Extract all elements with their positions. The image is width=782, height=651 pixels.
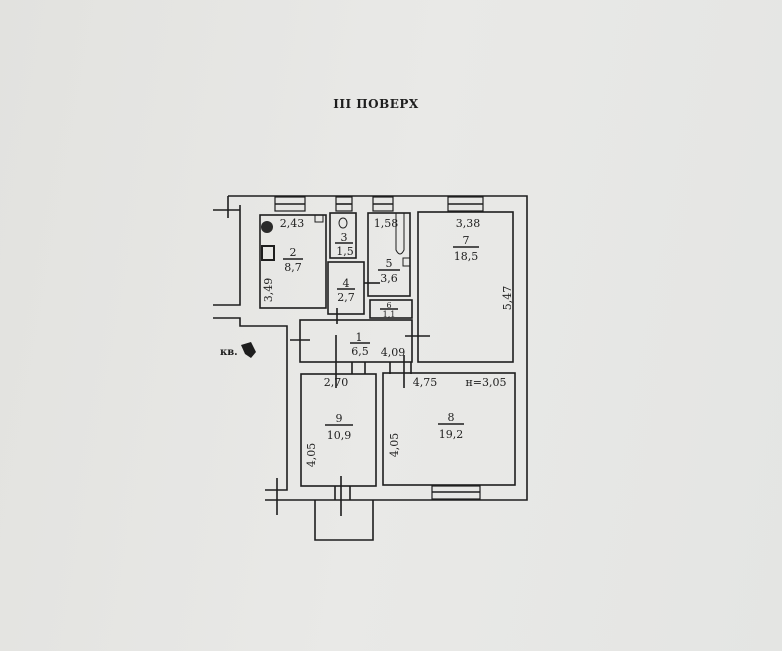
room9-width: 2,70 — [324, 376, 349, 389]
floor-title: III ПОВЕРХ — [333, 97, 419, 111]
room-3 — [329, 212, 357, 259]
room-9 — [300, 373, 377, 487]
room8-width: 4,75 — [413, 376, 438, 389]
room8-length: 4,05 — [388, 433, 401, 458]
room-9-number: 9 — [336, 412, 343, 425]
room-2-area: 8,7 — [284, 261, 302, 274]
room-4-area: 2,7 — [337, 291, 355, 304]
room-1-number: 1 — [356, 331, 363, 344]
room-7-number: 7 — [463, 234, 470, 247]
room-1-area: 6,5 — [351, 345, 369, 358]
apartment-label: кв. — [220, 347, 238, 358]
room9-length: 4,05 — [305, 443, 318, 468]
door-marks — [334, 282, 430, 516]
stove-icon — [261, 245, 275, 261]
redaction-mark — [241, 342, 256, 358]
room-5-number: 5 — [386, 257, 393, 270]
room-4 — [327, 261, 365, 315]
windows — [274, 196, 484, 500]
room-6-area: 1,1 — [383, 310, 396, 319]
ceiling-height: н=3,05 — [465, 376, 506, 389]
kitchen-sink-icon — [314, 214, 324, 223]
boiler-icon — [261, 221, 273, 233]
room-8 — [382, 372, 516, 486]
bathtub-icon — [395, 213, 405, 255]
room-3-number: 3 — [341, 231, 348, 244]
room-9-area: 10,9 — [327, 429, 352, 442]
room-2-number: 2 — [290, 246, 297, 259]
room-1 — [299, 319, 413, 363]
toilet-icon — [338, 217, 348, 229]
room-6 — [369, 299, 413, 319]
room5-width: 1,58 — [374, 217, 399, 230]
room1-length: 4,09 — [381, 346, 406, 359]
room-8-area: 19,2 — [439, 428, 464, 441]
room7-length: 5,47 — [501, 286, 514, 311]
balcony — [314, 500, 374, 541]
room-5 — [367, 212, 411, 297]
room-8-number: 8 — [448, 411, 455, 424]
dimension-labels: 2,43 1,58 3,38 3,49 5,47 4,09 2,70 4,75 … — [220, 217, 514, 467]
rooms — [259, 211, 516, 487]
room7-width: 3,38 — [456, 217, 481, 230]
room2-length: 3,49 — [262, 278, 275, 303]
room2-width: 2,43 — [280, 217, 305, 230]
sink-icon — [402, 257, 411, 267]
fixtures — [261, 213, 411, 267]
room-5-area: 3,6 — [380, 272, 398, 285]
room-7-area: 18,5 — [454, 250, 479, 263]
room-3-area: 1,5 — [336, 245, 354, 258]
room-2 — [259, 214, 327, 309]
room-4-number: 4 — [343, 277, 350, 290]
room-7 — [417, 211, 514, 363]
room-6-number: 6 — [386, 301, 391, 310]
walls — [213, 195, 528, 541]
room-labels: 2 8,7 31,5 42,7 5 3,6 61,1 7 18,5 16,5 9 10,… — [283, 231, 479, 442]
